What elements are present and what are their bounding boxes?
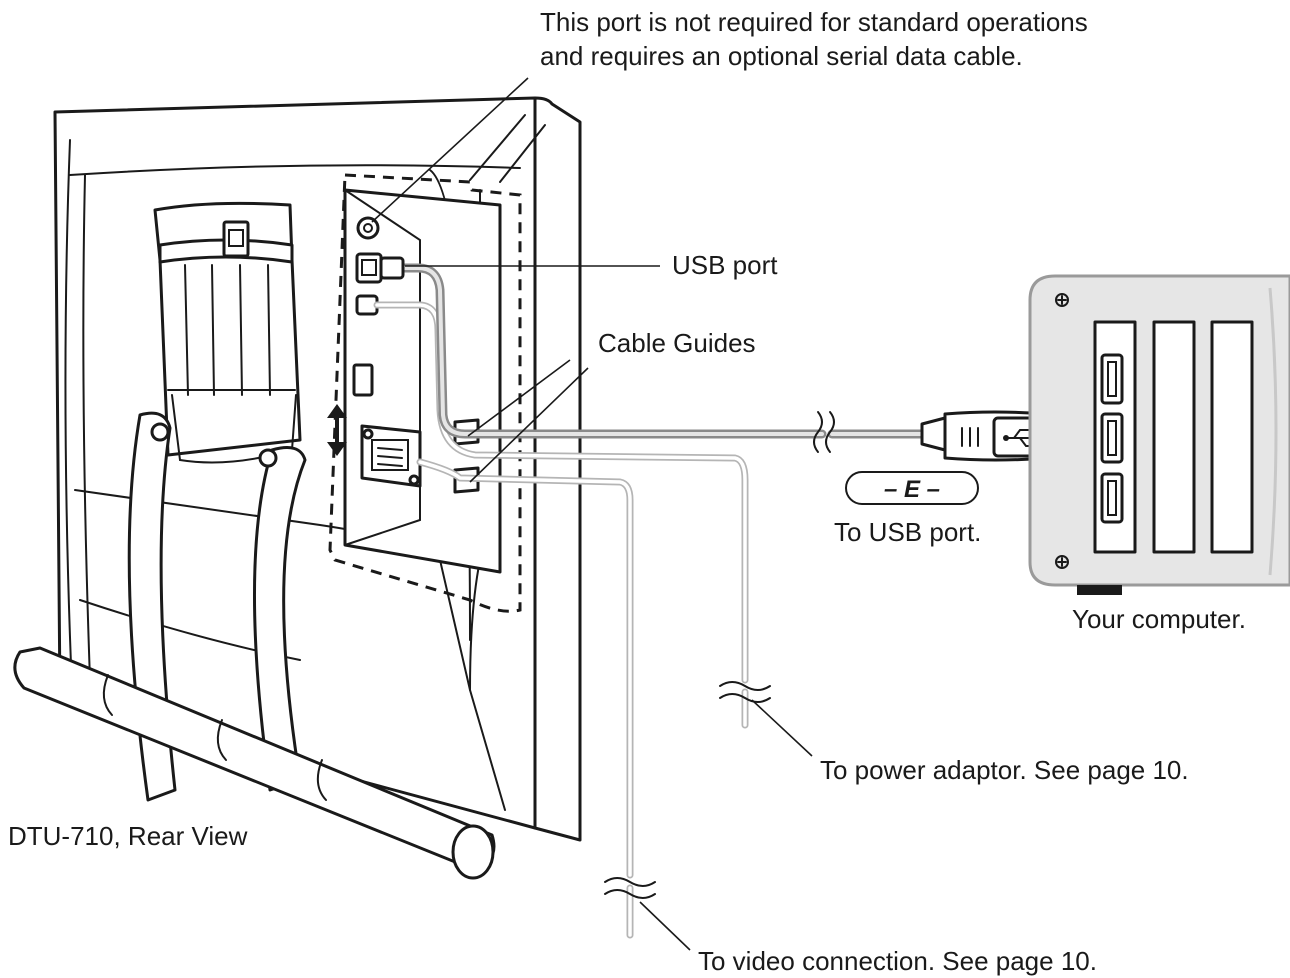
computer <box>1028 274 1290 595</box>
your-computer-label: Your computer. <box>1072 604 1246 634</box>
connector-bay <box>328 173 522 613</box>
to-usb-port-label: To USB port. <box>834 517 981 547</box>
step-badge-label: – E – <box>884 476 940 503</box>
cable-guides-label: Cable Guides <box>598 328 756 358</box>
to-power-adaptor-label: To power adaptor. See page 10. <box>820 755 1189 785</box>
leader-lines <box>371 77 813 951</box>
monitor-usb-port <box>355 252 383 284</box>
monitor-stand <box>13 201 496 880</box>
up-down-arrow-icon <box>327 404 347 456</box>
cable-break-icon <box>604 411 835 899</box>
serial-port <box>356 216 380 240</box>
video-cable <box>416 458 634 939</box>
connector-callout-outline <box>328 173 522 613</box>
port-note-line1: This port is not required for standard o… <box>540 7 1088 37</box>
screw-icon <box>1055 293 1069 569</box>
rear-view-label: DTU-710, Rear View <box>8 821 248 851</box>
to-video-connection-label: To video connection. See page 10. <box>698 946 1097 976</box>
usb-cable <box>379 256 930 439</box>
step-badge: – E – <box>845 471 979 505</box>
usb-port-label: USB port <box>672 250 778 280</box>
port-note-line2: and requires an optional serial data cab… <box>540 41 1023 71</box>
